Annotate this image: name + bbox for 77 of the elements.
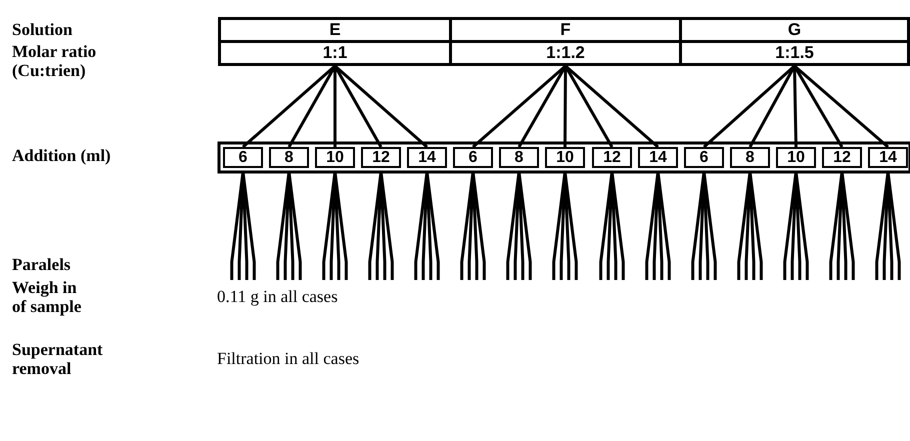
sample-branch-line (472, 172, 486, 280)
addition-cell: 14 (868, 147, 908, 168)
sample-branch-line (426, 172, 432, 280)
sample-branch-line (886, 172, 894, 280)
note-text: Filtration in all cases (217, 349, 360, 368)
sample-branch-line (472, 172, 478, 280)
row-label: Supernatant removal (12, 340, 104, 378)
sample-branch-line (794, 172, 802, 280)
sample-branch-line (242, 172, 248, 280)
addition-cell: 8 (269, 147, 309, 168)
addition-cell: 6 (223, 147, 263, 168)
sample-branch-line (829, 172, 844, 280)
addition-cell: 12 (361, 147, 401, 168)
addition-cell: 10 (545, 147, 585, 168)
addition-cell: 12 (592, 147, 632, 168)
sample-branch-line (426, 172, 440, 280)
note-text: 0.11 g in all cases (217, 287, 339, 306)
sample-branch-line (702, 172, 717, 280)
addition-cell: 6 (684, 147, 724, 168)
sample-branch-line (610, 172, 625, 280)
sample-branch-line (380, 172, 386, 280)
sample-branch-line (645, 172, 660, 280)
sample-branch-line (886, 172, 901, 280)
ratio-cell: 1:1.5 (679, 40, 910, 66)
sample-branch-line (368, 172, 382, 280)
sample-branch-line (552, 172, 566, 280)
sample-branch-line (702, 172, 710, 280)
sample-branch-line (564, 172, 570, 280)
row-label: Molar ratio (Cu:trien) (12, 42, 98, 80)
sample-branch-line (840, 172, 855, 280)
row-label: Weigh in of sample (12, 278, 82, 316)
sample-branch-line (288, 172, 294, 280)
sample-branch-line (230, 172, 244, 280)
sample-branch-line (748, 172, 756, 280)
sample-branch-line (691, 172, 706, 280)
sample-branch-line (334, 172, 340, 280)
connector-line (472, 64, 566, 148)
addition-cell: 6 (453, 147, 493, 168)
connector-line (334, 64, 428, 148)
addition-cell: 8 (499, 147, 539, 168)
row-label: Solution (12, 20, 74, 39)
sample-branch-line (794, 172, 809, 280)
sample-branch-line (656, 172, 671, 280)
sample-branch-line (506, 172, 520, 280)
connector-line (242, 64, 336, 148)
sample-branch-line (322, 172, 336, 280)
addition-cell: 14 (638, 147, 678, 168)
connector-line (334, 66, 336, 147)
sample-branch-line (414, 172, 428, 280)
sample-branch-line (564, 172, 578, 280)
addition-cell: 10 (315, 147, 355, 168)
addition-cell: 8 (730, 147, 770, 168)
sample-branch-line (460, 172, 474, 280)
row-label: Addition (ml) (12, 146, 112, 165)
sample-branch-line (656, 172, 664, 280)
sample-branch-line (875, 172, 890, 280)
addition-cell: 10 (776, 147, 816, 168)
sample-branch-line (276, 172, 290, 280)
connector-line (703, 64, 796, 148)
connector-line (794, 64, 889, 148)
sample-branch-line (334, 172, 348, 280)
ratio-cell: 1:1 (218, 40, 452, 66)
addition-cell: 12 (822, 147, 862, 168)
connector-line (564, 64, 659, 148)
sample-branch-line (518, 172, 524, 280)
addition-cell: 14 (407, 147, 447, 168)
sample-branch-line (380, 172, 394, 280)
sample-branch-line (288, 172, 302, 280)
sample-branch-line (737, 172, 752, 280)
sample-branch-line (840, 172, 848, 280)
sample-branch-line (610, 172, 618, 280)
sample-branch-line (783, 172, 798, 280)
sample-branch-line (518, 172, 532, 280)
sample-branch-line (599, 172, 614, 280)
sample-branch-line (748, 172, 763, 280)
row-label: Paralels (12, 255, 72, 274)
sample-branch-line (242, 172, 256, 280)
